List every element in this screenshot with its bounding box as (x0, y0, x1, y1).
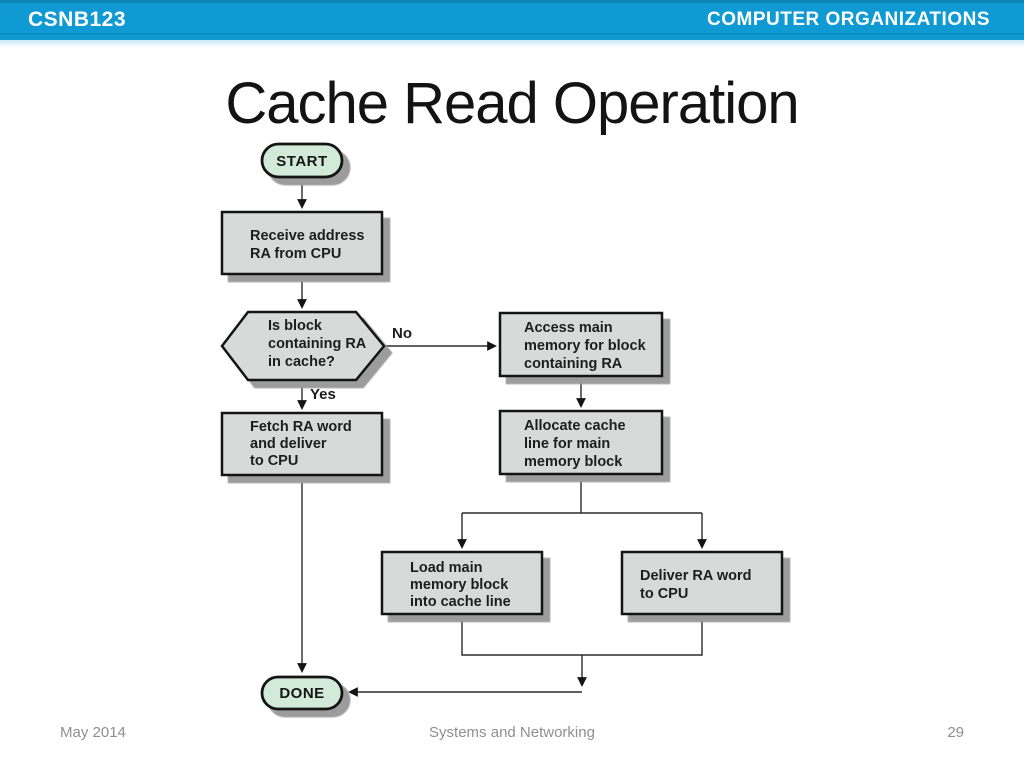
load-block-shape (380, 550, 544, 616)
flow-node-deliver-word: Deliver RA word to CPU (620, 550, 784, 616)
flow-node-fetch-word: Fetch RA word and deliver to CPU (220, 411, 384, 477)
allocate-line-line1: Allocate cache (524, 418, 626, 434)
fetch-word-line1: Fetch RA word (250, 419, 352, 435)
done-terminal-label: DONE (279, 685, 324, 702)
page-title: Cache Read Operation (225, 71, 799, 136)
load-block-line1: Load main (410, 560, 483, 576)
flow-node-decision-in-cache: Is block containing RA in cache? (220, 310, 386, 382)
allocate-line-line2: line for main (524, 436, 610, 452)
access-memory-line1: Access main (524, 320, 613, 336)
flow-node-access-memory: Access main memory for block containing … (498, 311, 664, 378)
allocate-line-line3: memory block (524, 454, 623, 470)
allocate-line-shape (498, 409, 664, 476)
fetch-word-shape (220, 411, 384, 477)
receive-address-line1: Receive address (250, 228, 364, 244)
flow-node-allocate-line: Allocate cache line for main memory bloc… (498, 409, 664, 476)
course-code: CSNB123 (28, 8, 127, 31)
header-accent-strip (0, 40, 1024, 48)
course-title: COMPUTER ORGANIZATIONS (707, 9, 990, 30)
receive-address-line2: RA from CPU (250, 246, 341, 262)
edge-label-yes: Yes (310, 386, 336, 403)
receive-address-shape (220, 210, 384, 276)
flow-node-start: START (260, 142, 344, 179)
deliver-word-line2: to CPU (640, 586, 688, 602)
decision-line1: Is block (268, 318, 323, 334)
load-block-line2: memory block (410, 577, 509, 593)
flow-connectors (297, 177, 707, 697)
decision-line2: containing RA (268, 336, 367, 352)
header-bar: CSNB123 COMPUTER ORGANIZATIONS (0, 0, 1024, 40)
done-terminal-shape (260, 675, 344, 711)
decision-shape (220, 310, 386, 382)
decision-line3: in cache? (268, 354, 335, 370)
flow-node-done: DONE (260, 675, 344, 711)
edge-deliver-to-merge (582, 614, 703, 656)
load-block-line3: into cache line (410, 594, 511, 610)
edge-label-no: No (392, 325, 412, 342)
access-memory-shape (498, 311, 664, 378)
footer-center-text: Systems and Networking (429, 724, 595, 741)
edge-load-to-merge (461, 614, 582, 656)
footer-page-number: 29 (947, 724, 964, 741)
start-terminal-shape (260, 142, 344, 179)
deliver-word-shape (620, 550, 784, 616)
access-memory-line3: containing RA (524, 356, 623, 372)
flow-node-load-block: Load main memory block into cache line (380, 550, 544, 616)
access-memory-line2: memory for block (524, 338, 647, 354)
fetch-word-line2: and deliver (250, 436, 327, 452)
flow-node-receive-address: Receive address RA from CPU (220, 210, 384, 276)
footer-date: May 2014 (60, 724, 126, 741)
fetch-word-line3: to CPU (250, 453, 298, 469)
start-terminal-label: START (276, 153, 327, 170)
deliver-word-line1: Deliver RA word (640, 568, 751, 584)
